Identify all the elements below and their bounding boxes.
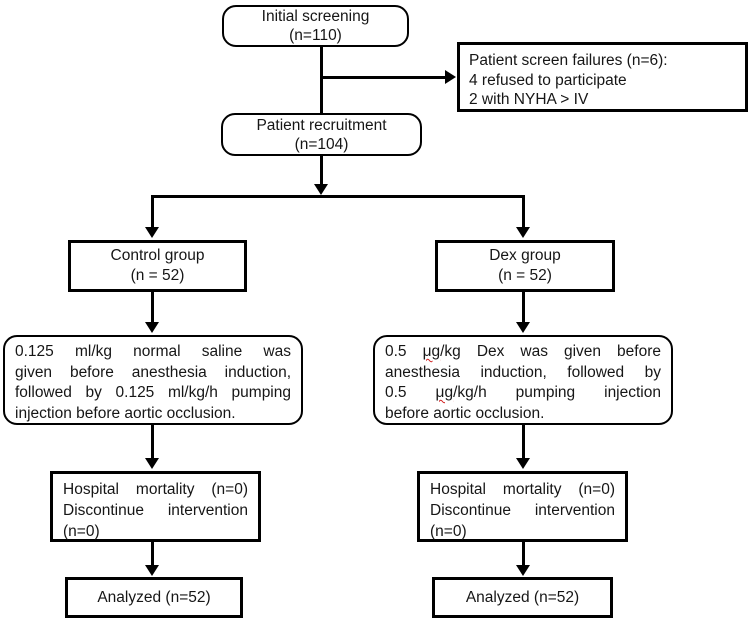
box-text-line: Hospital mortality (n=0) — [430, 481, 615, 498]
connector-screening-to-recruitment — [320, 45, 323, 114]
arrowhead-dex-group — [516, 227, 530, 238]
box-text-line: 0.5 μg/kg/h pumping injection — [385, 384, 661, 401]
connector-control-to-intervention — [151, 292, 154, 323]
box-text-line: Discontinue intervention — [63, 502, 248, 519]
connector-control-to-outcome — [151, 425, 154, 459]
box-text-line: 4 refused to participate — [469, 71, 627, 89]
initial-screening-box: Initial screening (n=110) — [222, 5, 409, 47]
arrowhead-dex-intervention — [516, 322, 530, 333]
control-analyzed-box: Analyzed (n=52) — [65, 577, 243, 618]
box-text-line: 0.125 ml/kg normal saline was — [15, 343, 291, 360]
control-group-box: Control group (n = 52) — [68, 240, 247, 292]
branch-horizontal-line — [151, 195, 525, 198]
box-text-line: given before anesthesia induction, — [15, 363, 291, 381]
connector-recruitment-down — [320, 155, 323, 185]
arrowhead-control-group — [145, 227, 159, 238]
arrowhead-dex-outcome — [516, 458, 530, 469]
arrowhead-control-analyzed — [145, 565, 159, 576]
connector-control-to-analyzed — [151, 542, 154, 566]
dex-analyzed-box: Analyzed (n=52) — [432, 577, 613, 618]
box-text-line: injection before aortic occlusion. — [15, 404, 236, 422]
dex-outcome-box: Hospital mortality (n=0) Discontinue inte… — [417, 471, 628, 542]
connector-dex-to-intervention — [522, 292, 525, 323]
dex-intervention-box: 0.5 μg/kg Dex was given before anesthesia… — [373, 335, 673, 425]
box-text-line: 0.5 μg/kg Dex was given before — [385, 343, 661, 360]
arrowhead-recruitment — [314, 184, 328, 195]
connector-dex-to-outcome — [522, 425, 525, 459]
box-text-line: (n = 52) — [498, 267, 552, 284]
box-text-line: (n=104) — [294, 135, 349, 153]
patient-recruitment-box: Patient recruitment(n=104) — [221, 113, 422, 156]
connector-branch-left — [151, 195, 154, 227]
box-text-line: Analyzed (n=52) — [97, 588, 211, 606]
box-text-line: followed by 0.125 ml/kg/h pumping — [15, 384, 291, 401]
connector-dex-to-analyzed — [522, 542, 525, 566]
box-text-line: Patient recruitment — [256, 116, 387, 134]
arrowhead-control-outcome — [145, 458, 159, 469]
box-text-line: (n=110) — [289, 27, 342, 44]
box-text-line: (n=0) — [63, 523, 100, 540]
box-text-line: Discontinue intervention — [430, 502, 615, 519]
arrowhead-control-intervention — [145, 322, 159, 333]
box-text-line: before aortic occlusion. — [385, 404, 545, 422]
arrowhead-failures — [445, 70, 456, 85]
screen-failures-box: Patient screen failures (n=6): 4 refused … — [457, 42, 748, 112]
box-text-line: Dex group — [489, 247, 561, 264]
control-intervention-box: 0.125 ml/kg normal saline was given befor… — [3, 335, 303, 425]
control-outcome-box: Hospital mortality (n=0) Discontinue inte… — [50, 471, 261, 542]
box-text-line: Analyzed (n=52) — [465, 588, 580, 606]
box-text-line: Control group — [110, 247, 205, 264]
box-text-line: (n=0) — [430, 523, 467, 540]
dex-group-box: Dex group (n = 52) — [435, 240, 615, 292]
box-text-line: Hospital mortality (n=0) — [63, 481, 248, 498]
connector-to-failures — [320, 76, 446, 79]
connector-branch-right — [522, 195, 525, 227]
box-text-line: Patient screen failures (n=6): — [469, 52, 668, 69]
arrowhead-dex-analyzed — [516, 565, 530, 576]
box-text-line: 2 with NYHA > IV — [469, 91, 589, 108]
box-text-line: Initial screening — [261, 8, 370, 25]
box-text-line: (n = 52) — [130, 267, 185, 284]
box-text-line: anesthesia induction, followed by — [385, 363, 661, 381]
